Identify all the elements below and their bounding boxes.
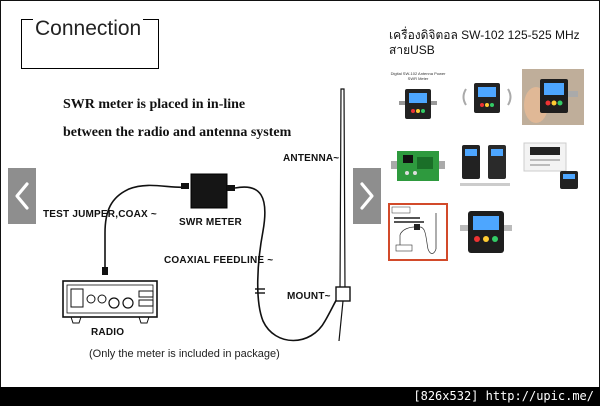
chevron-left-icon: [15, 182, 29, 210]
antenna-whip: [339, 88, 346, 292]
product-title: เครื่องดิจิตอล SW-102 125-525 MHz สายUSB: [389, 28, 580, 57]
meter-right-connector: [227, 185, 235, 191]
thumb-1-header: Digital SW-102 Antenna Power SWR Meter: [390, 71, 446, 81]
gallery-thumb-8[interactable]: [456, 203, 518, 259]
gallery-thumb-1[interactable]: Digital SW-102 Antenna Power SWR Meter: [387, 69, 449, 125]
next-image-button[interactable]: [353, 168, 381, 224]
footer-bar: [826x532] http://upic.me/: [0, 387, 600, 406]
diagram-title: Connection: [33, 17, 144, 41]
connection-diagram: [62, 88, 351, 342]
gallery-thumb-7-selected[interactable]: [388, 203, 448, 261]
label-radio: RADIO: [91, 327, 125, 338]
footer-watermark: [826x532] http://upic.me/: [413, 389, 594, 403]
label-mount: MOUNT~: [287, 291, 331, 302]
gallery-thumb-3[interactable]: [522, 69, 584, 125]
chevron-right-icon: [360, 182, 374, 210]
diagram-description-line2: between the radio and antenna system: [63, 125, 292, 140]
test-jumper-cable: [104, 184, 188, 269]
previous-image-button[interactable]: [8, 168, 36, 224]
viewer-frame: Connection SWR meter is placed in in-lin…: [0, 0, 600, 388]
meter-left-connector: [181, 183, 189, 189]
label-coaxial-feedline: COAXIAL FEEDLINE ~: [164, 255, 274, 266]
coaxial-feedline-cable: [234, 186, 342, 342]
label-antenna: ANTENNA~: [283, 153, 340, 164]
label-swr-meter: SWR METER: [179, 217, 242, 228]
gallery-thumb-5[interactable]: [456, 137, 518, 193]
label-test-jumper: TEST JUMPER,COAX ~: [43, 209, 157, 220]
package-note: (Only the meter is included in package): [89, 348, 280, 360]
antenna-mount: [335, 286, 351, 302]
diagram-description-line1: SWR meter is placed in in-line: [63, 97, 246, 112]
gallery-thumb-6[interactable]: [522, 137, 584, 193]
test-jumper-plug: [102, 267, 108, 275]
radio-body: [62, 280, 158, 318]
gallery-thumb-2[interactable]: [456, 69, 518, 125]
swr-meter-box: [190, 173, 228, 209]
gallery-thumb-4[interactable]: [387, 137, 449, 193]
